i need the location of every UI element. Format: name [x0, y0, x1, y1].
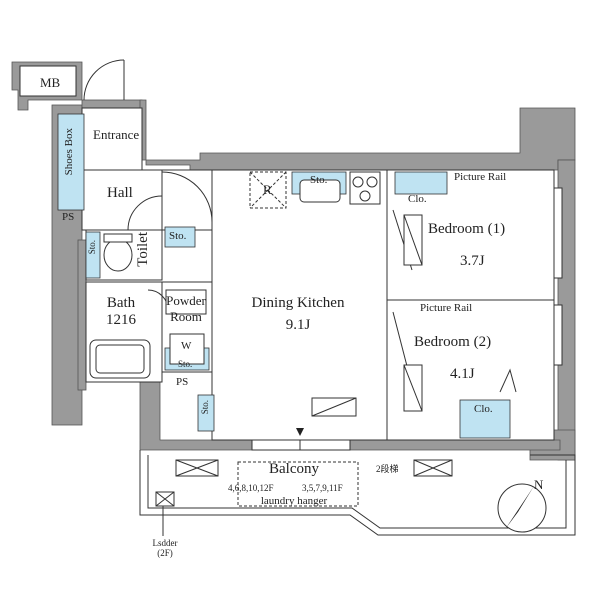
ladder-label: Lsdder [152, 538, 178, 548]
toilet-label: Toilet [135, 232, 151, 267]
dining-kitchen-label: Dining Kitchen [251, 295, 345, 311]
picture-rail-1-label: Picture Rail [454, 171, 507, 183]
hall-sto-label: Sto. [169, 230, 187, 242]
entrance-label: Entrance [93, 127, 140, 142]
shoes-box-label: Shoes Box [63, 128, 75, 176]
mb-label: MB [40, 75, 61, 90]
picture-rail-2-label: Picture Rail [420, 302, 473, 314]
floors-right-label: 3,5,7,9,11F [302, 483, 343, 493]
bath-label: Bath [106, 295, 136, 311]
dining-sto-label: Sto. [200, 400, 210, 415]
laundry-hanger-label: laundry hanger [260, 495, 328, 507]
toilet-sto-label: Sto. [87, 240, 97, 255]
powder-label: Powder [166, 293, 206, 308]
powder-room-label: Room [170, 309, 202, 324]
refrigerator-label: R [263, 182, 272, 197]
bedroom2-label: Bedroom (2) [414, 334, 492, 350]
compass-icon [497, 483, 547, 533]
ps-top-label: PS [62, 211, 75, 223]
ps-bottom-label: PS [176, 376, 189, 388]
step-ladder-label: 2段梯 [376, 464, 399, 474]
powder-sto-label: Sto. [178, 359, 193, 369]
bedroom1-clo-label: Clo. [408, 193, 427, 205]
bedroom1-label: Bedroom (1) [428, 221, 506, 237]
hall-label: Hall [107, 185, 133, 201]
washer-label: W [181, 340, 192, 352]
bedroom1-size: 3.7J [460, 253, 485, 269]
ladder-floor-label: (2F) [157, 548, 173, 558]
north-label: N [534, 477, 544, 492]
bath-size-label: 1216 [106, 312, 136, 328]
balcony-label: Balcony [269, 461, 319, 477]
bedroom2-clo-label: Clo. [474, 403, 493, 415]
dining-kitchen-size: 9.1J [285, 317, 311, 333]
sink-sto-label: Sto. [310, 174, 328, 186]
bedroom2-size: 4.1J [450, 366, 475, 382]
floors-left-label: 4,6,8,10,12F [228, 483, 274, 493]
